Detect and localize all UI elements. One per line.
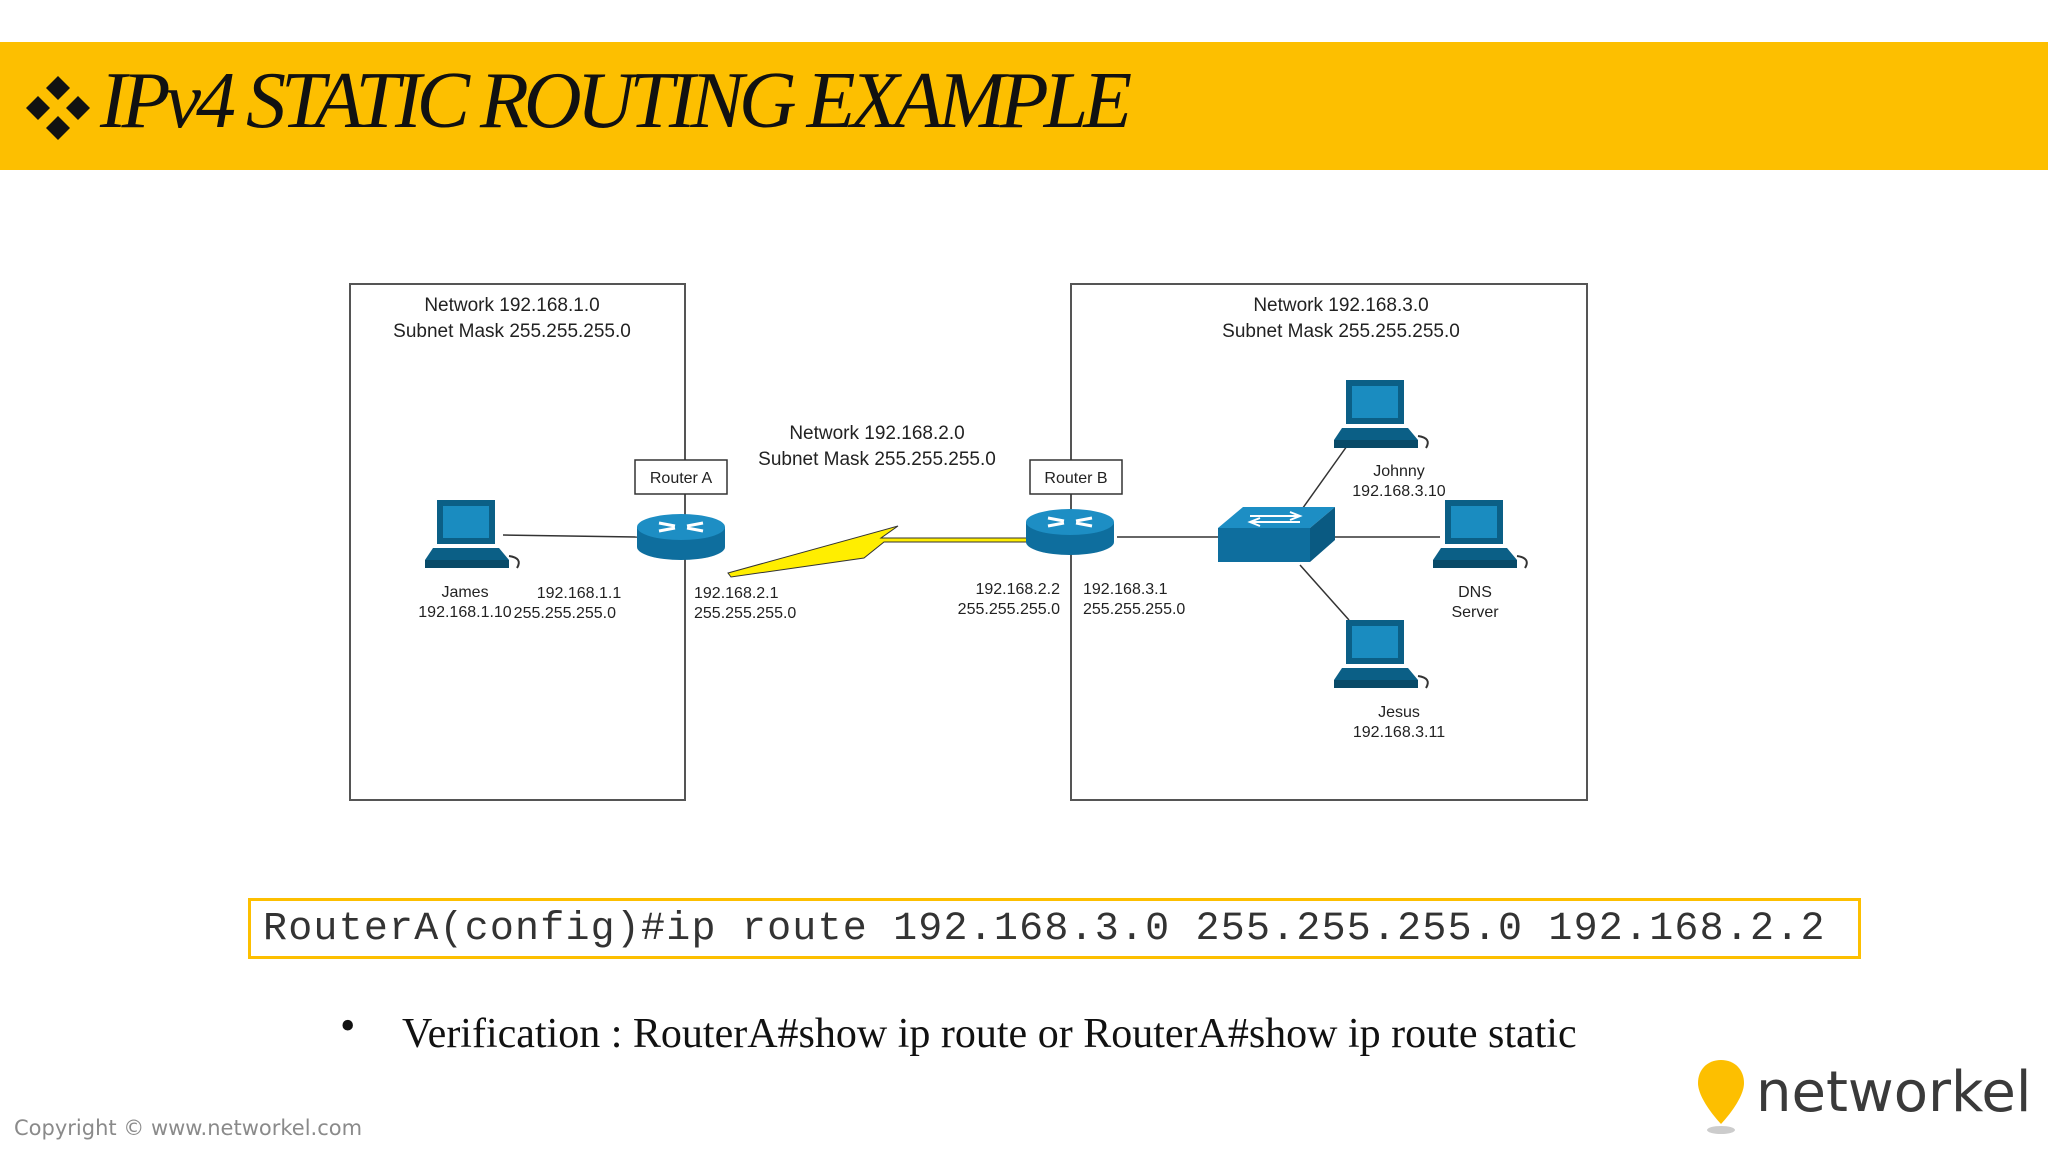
switch-icon (1218, 507, 1335, 562)
link-switch-johnny (1299, 445, 1348, 513)
bullet-icon: • (340, 1001, 356, 1050)
verification-text: Verification : RouterA#show ip route or … (402, 1011, 1577, 1057)
serial-link-icon (727, 525, 1030, 578)
network-c-label: Network 192.168.3.0 (1253, 295, 1428, 316)
router-a-label-box (634, 459, 728, 495)
copyright-text: Copyright © www.networkel.com (14, 1116, 363, 1140)
slide-title: IPv4 STATIC ROUTING EXAMPLE (100, 57, 1132, 145)
dns-server-icon (1432, 499, 1528, 569)
router-b-label-box (1029, 459, 1123, 495)
router-b-lan-mask: 255.255.255.0 (1083, 601, 1185, 618)
johnny-pc-icon (1333, 379, 1429, 449)
dns-role: Server (1451, 604, 1499, 621)
jesus-pc-icon (1333, 619, 1429, 689)
router-b-wan-mask: 255.255.255.0 (958, 601, 1060, 618)
jesus-ip: 192.168.3.11 (1353, 724, 1445, 741)
router-a-label: Router A (650, 470, 713, 487)
command-box: RouterA(config)#ip route 192.168.3.0 255… (248, 898, 1861, 959)
four-diamonds-icon (26, 76, 90, 140)
router-b-wan-ip: 192.168.2.2 (975, 581, 1060, 598)
network-b-mask: Subnet Mask 255.255.255.0 (758, 449, 996, 470)
dns-name: DNS (1458, 584, 1492, 601)
router-a-lan-mask: 255.255.255.0 (514, 605, 616, 622)
title-bar: IPv4 STATIC ROUTING EXAMPLE (0, 42, 2048, 170)
network-a-mask: Subnet Mask 255.255.255.0 (393, 321, 631, 342)
router-a-wan-mask: 255.255.255.0 (694, 605, 796, 622)
network-b-label: Network 192.168.2.0 (789, 423, 964, 444)
johnny-ip: 192.168.3.10 (1352, 483, 1446, 500)
network-c-mask: Subnet Mask 255.255.255.0 (1222, 321, 1460, 342)
network-box-a (349, 283, 686, 801)
router-a-icon (635, 512, 727, 562)
link-james-router-a (502, 534, 638, 538)
location-pin-icon (1698, 1060, 1744, 1134)
router-b-icon (1024, 507, 1116, 557)
jesus-name: Jesus (1378, 704, 1420, 721)
router-b-label: Router B (1044, 470, 1107, 487)
networkel-logo: networkel (1696, 1058, 2031, 1138)
link-switch-jesus (1299, 564, 1350, 621)
router-a-lan-ip: 192.168.1.1 (537, 585, 622, 602)
router-a-wan-ip: 192.168.2.1 (694, 585, 779, 602)
router-b-lan-ip: 192.168.3.1 (1083, 581, 1168, 598)
logo-text: networkel (1756, 1060, 2032, 1125)
johnny-name: Johnny (1373, 463, 1425, 480)
network-diagram: Network 192.168.1.0 Subnet Mask 255.255.… (349, 283, 1588, 801)
network-a-label: Network 192.168.1.0 (424, 295, 599, 316)
james-name: James (441, 584, 488, 601)
james-pc-icon (424, 499, 520, 569)
command-text: RouterA(config)#ip route 192.168.3.0 255… (263, 907, 1826, 952)
james-ip: 192.168.1.10 (418, 604, 512, 621)
